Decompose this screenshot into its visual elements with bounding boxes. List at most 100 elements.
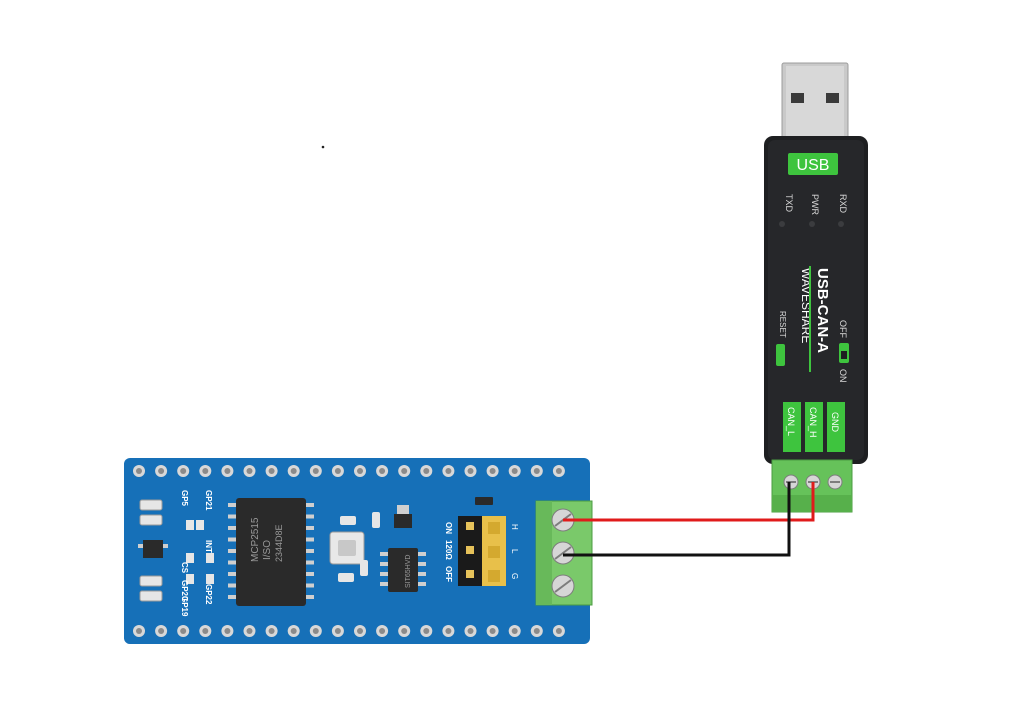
- led-label-pwr: PWR: [810, 194, 820, 215]
- terminal-label-canh: CAN_H: [808, 407, 818, 438]
- regulator: [394, 514, 412, 528]
- header-pin-hole: [445, 628, 452, 634]
- switch-on-label: ON: [838, 369, 848, 383]
- terminal-label-block-canh: [805, 402, 823, 452]
- header-pin-hole: [290, 468, 297, 474]
- header-pin-hole: [136, 628, 142, 634]
- chip-pin: [228, 514, 236, 519]
- chip-pin: [228, 560, 236, 565]
- capacitor-4: [360, 560, 368, 576]
- header-pin-hole: [158, 468, 165, 474]
- pin-select-pads: [186, 520, 214, 584]
- chip-pin: [306, 537, 314, 542]
- led-label-rxd: RXD: [838, 194, 848, 214]
- header-pin-hole: [555, 628, 562, 634]
- switch-off-label: OFF: [838, 320, 848, 338]
- usb-badge-label: USB: [797, 157, 830, 174]
- pin-label-int: INT: [204, 540, 213, 553]
- header-pin-hole: [136, 468, 142, 474]
- chip-pin: [306, 503, 314, 507]
- chip-pin: [228, 503, 236, 507]
- led-resistor-4: [139, 590, 163, 602]
- chip-pin: [228, 572, 236, 576]
- header-pin-hole: [423, 628, 430, 634]
- stray-dot: [321, 145, 325, 149]
- usb-badge: [788, 153, 838, 175]
- jumper-label-120: 120Ω: [444, 540, 453, 560]
- mcp2515-label: MCP2515: [250, 517, 261, 562]
- terminal-label-gnd: GND: [830, 412, 840, 433]
- header-pin-hole: [533, 468, 540, 474]
- capacitor-3: [338, 573, 354, 582]
- usb-can-a-adapter: USB TXD PWR RXD USB-CAN-A WAVESHARE RESE…: [764, 62, 868, 513]
- header-pin-hole: [334, 628, 341, 634]
- header-pin-hole: [533, 628, 540, 634]
- chip-pin: [306, 560, 314, 565]
- header-pin-hole: [467, 468, 474, 474]
- reset-button[interactable]: [776, 344, 785, 366]
- header-pin-hole: [467, 628, 474, 634]
- header-pin-hole: [312, 468, 319, 474]
- led-txd: [779, 221, 785, 227]
- chip-pin: [306, 549, 314, 553]
- header-pin-hole: [180, 468, 187, 474]
- header-pin-hole: [312, 628, 319, 634]
- header-pin-hole: [224, 628, 231, 634]
- mcp2515-sub: I/SO: [262, 540, 273, 560]
- chip-pin: [228, 537, 236, 542]
- jumper-label-off: OFF: [444, 566, 453, 582]
- chip-pin: [306, 583, 314, 588]
- mcp2515-chip: MCP2515 I/SO 2344D8E: [228, 498, 314, 606]
- header-pin-hole: [158, 628, 165, 634]
- header-pin-hole: [511, 628, 518, 634]
- header-pin-hole: [379, 468, 386, 474]
- header-pin-hole: [268, 468, 275, 474]
- chip-pin: [228, 595, 236, 599]
- product-name: USB-CAN-A: [814, 268, 831, 353]
- wire-can-h: [563, 482, 815, 522]
- header-letter-h: H: [510, 524, 519, 530]
- chip-pin: [306, 526, 314, 530]
- header-pin-hole: [224, 468, 231, 474]
- mcp2515-code: 2344D8E: [274, 524, 284, 562]
- header-letter-l: L: [510, 549, 519, 554]
- header-pin-hole: [401, 468, 408, 474]
- led-resistor-3: [139, 575, 163, 587]
- capacitor-2: [372, 512, 380, 528]
- header-pin-hole: [423, 468, 430, 474]
- header-pin-hole: [246, 468, 253, 474]
- header-pin-hole: [489, 628, 496, 634]
- led-label-txd: TXD: [784, 194, 794, 213]
- header-pin-hole: [401, 628, 408, 634]
- chip-pin: [228, 583, 236, 588]
- header-pin-hole: [511, 468, 518, 474]
- transistor: [143, 540, 163, 558]
- pin-label-gp21: GP21: [204, 490, 213, 511]
- transceiver-chip: SIT65HVD: [380, 548, 426, 592]
- header-pin-hole: [268, 628, 275, 634]
- capacitor-1: [340, 516, 356, 525]
- pin-label-gp20: GP20: [180, 580, 189, 601]
- chip-pin: [306, 572, 314, 576]
- header-pin-hole: [445, 468, 452, 474]
- header-pin-hole: [246, 628, 253, 634]
- pin-label-gp5: GP5: [180, 490, 189, 507]
- transceiver-label: SIT65HVD: [405, 555, 412, 588]
- header-pin-hole: [379, 628, 386, 634]
- jumper-label-on: ON: [444, 522, 453, 534]
- led-resistor-2: [139, 514, 163, 526]
- resistor-120: [475, 497, 493, 505]
- terminal-label-block-gnd: [827, 402, 845, 452]
- header-pin-hole: [555, 468, 562, 474]
- led-rxd: [838, 221, 844, 227]
- chip-pin: [228, 526, 236, 530]
- pico-can-board: MCP2515 I/SO 2344D8E SIT65HVD: [124, 458, 593, 644]
- wire-can-l: [563, 482, 791, 557]
- pin-label-cs: CS: [180, 562, 189, 574]
- header-pin-hole: [290, 628, 297, 634]
- header-pin-hole: [489, 468, 496, 474]
- chip-pin: [306, 595, 314, 599]
- pin-label-gp19: GP19: [180, 596, 189, 617]
- chip-pin: [228, 549, 236, 553]
